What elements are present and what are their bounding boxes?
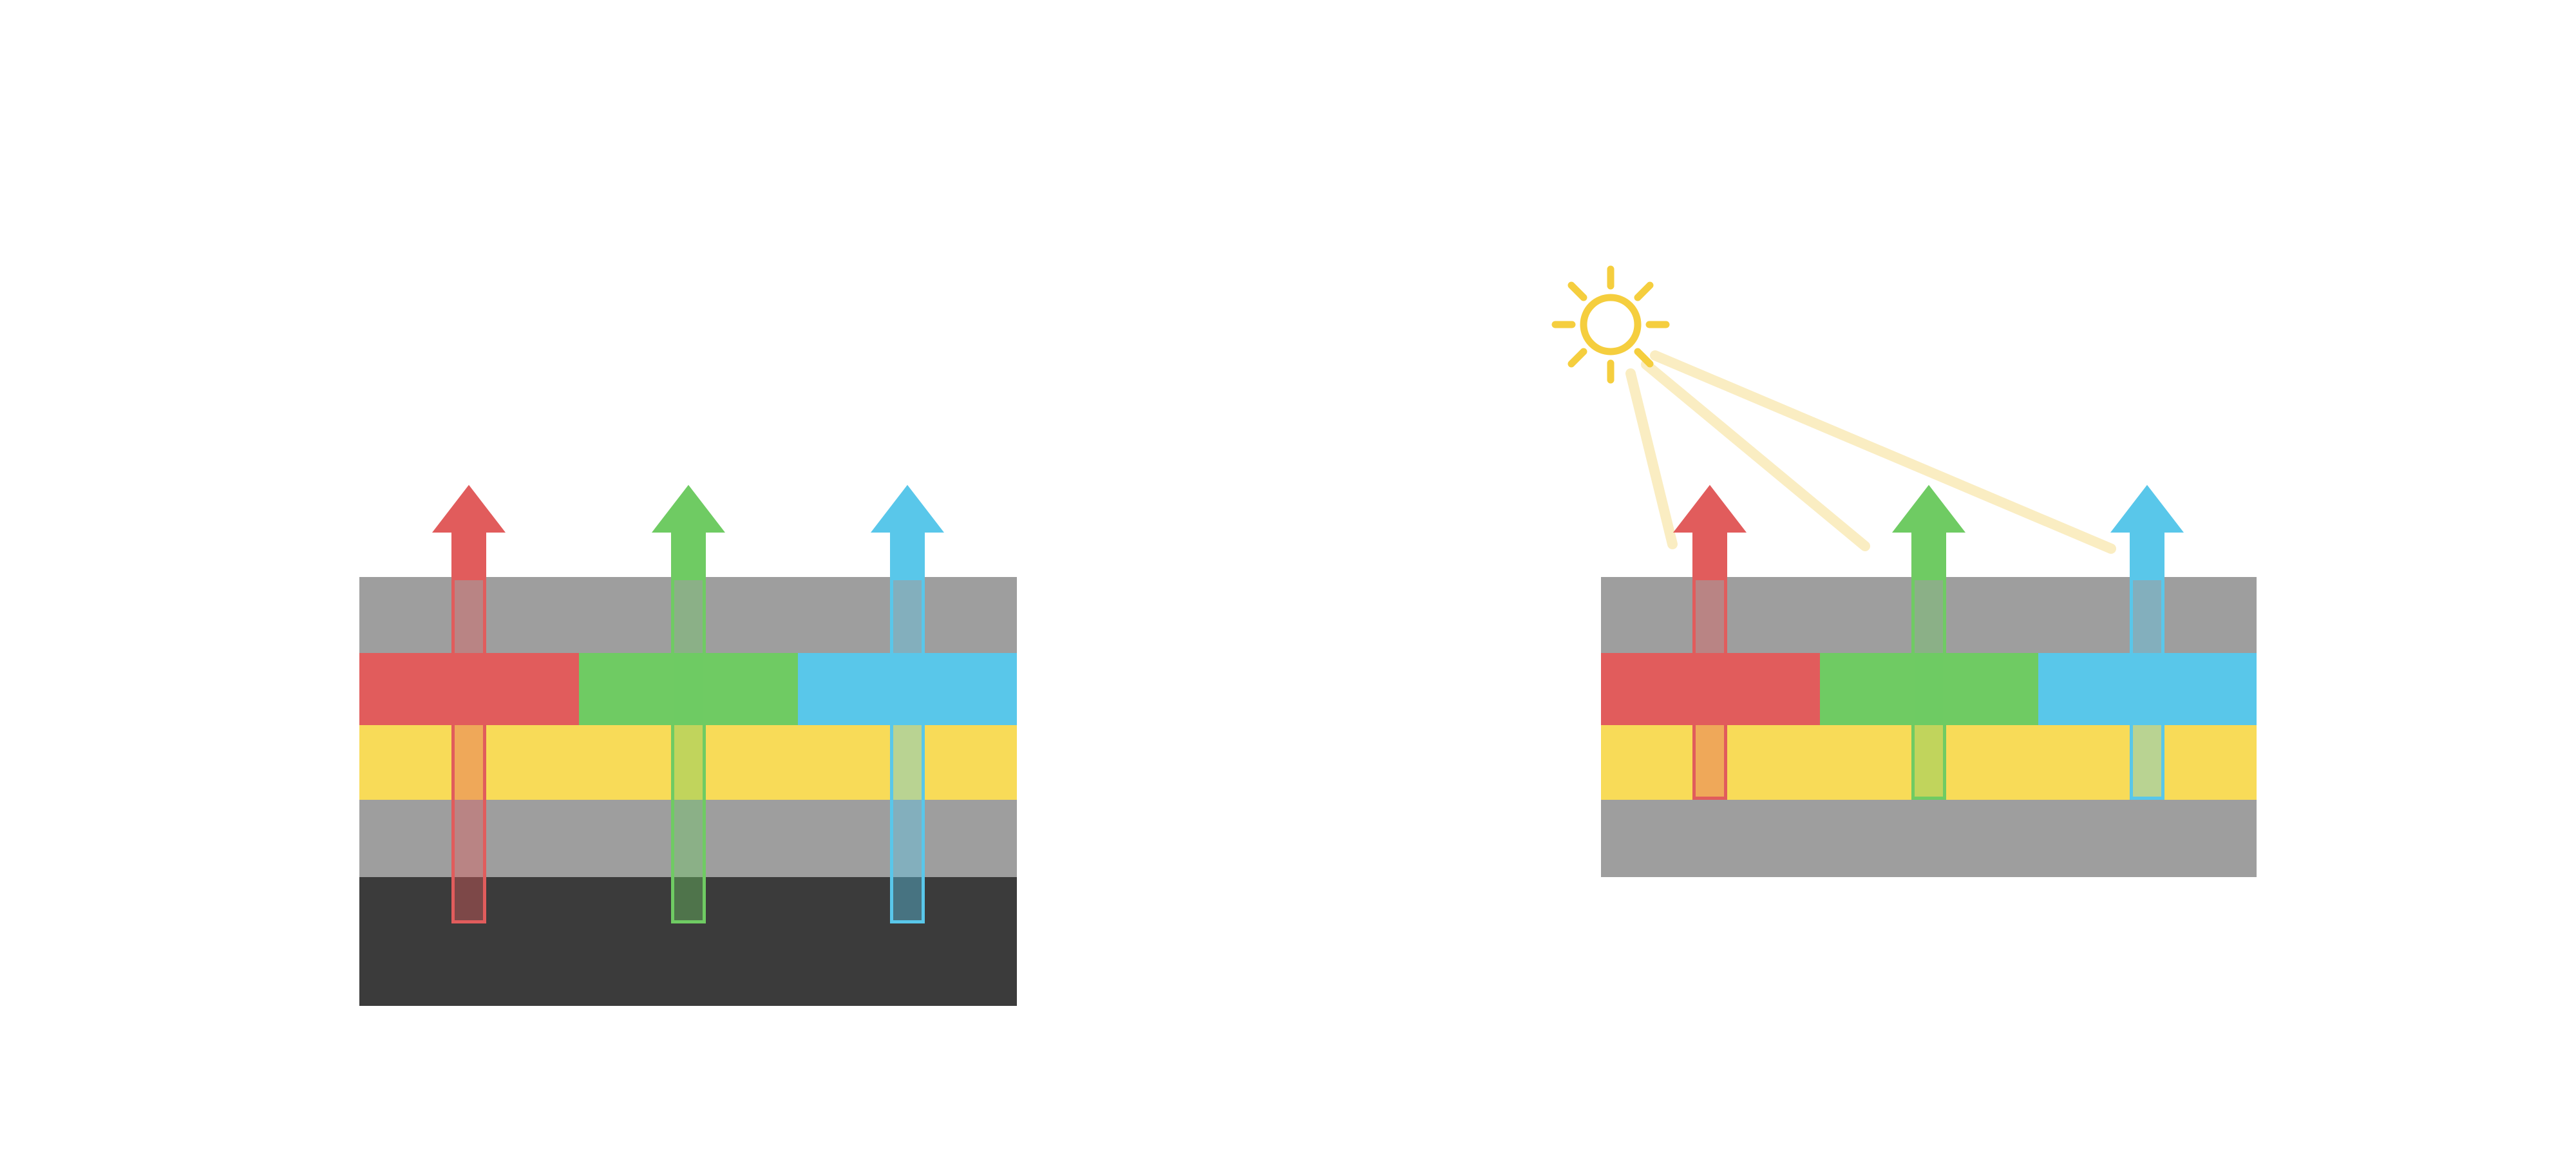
green-segment (1820, 653, 2038, 725)
green-arrow-shaft (671, 532, 706, 578)
yellow-layer (1601, 725, 2257, 800)
sun-icon (1551, 265, 1670, 384)
mid-gray-layer (359, 800, 1017, 877)
cyan-arrow-shaft (890, 532, 925, 578)
red-segment (1601, 653, 1820, 725)
sun-rays (1551, 265, 1670, 384)
red-light-path (1692, 577, 1727, 800)
cyan-segment (798, 653, 1017, 725)
yellow-layer (359, 725, 1017, 800)
dark-base-layer (359, 877, 1017, 1006)
cyan-light-path (890, 577, 925, 923)
red-up-arrow-icon (1673, 485, 1747, 533)
red-light-path (451, 577, 486, 923)
red-arrow-shaft (451, 532, 486, 578)
red-up-arrow-icon (432, 485, 506, 533)
green-segment (579, 653, 798, 725)
green-up-arrow-icon (652, 485, 725, 533)
green-arrow-shaft (1911, 532, 1946, 578)
green-light-path (1911, 577, 1946, 800)
cyan-segment (2038, 653, 2257, 725)
sunbeam-icon (1625, 368, 1678, 549)
top-gray-layer (1601, 577, 2257, 653)
cyan-light-path (2130, 577, 2164, 800)
green-up-arrow-icon (1892, 485, 1965, 533)
cyan-up-arrow-icon (2110, 485, 2184, 533)
bottom-gray-layer (1601, 800, 2257, 877)
red-arrow-shaft (1692, 532, 1727, 578)
cyan-up-arrow-icon (871, 485, 944, 533)
cyan-arrow-shaft (2130, 532, 2164, 578)
top-gray-layer (359, 577, 1017, 653)
red-segment (359, 653, 579, 725)
green-light-path (671, 577, 706, 923)
